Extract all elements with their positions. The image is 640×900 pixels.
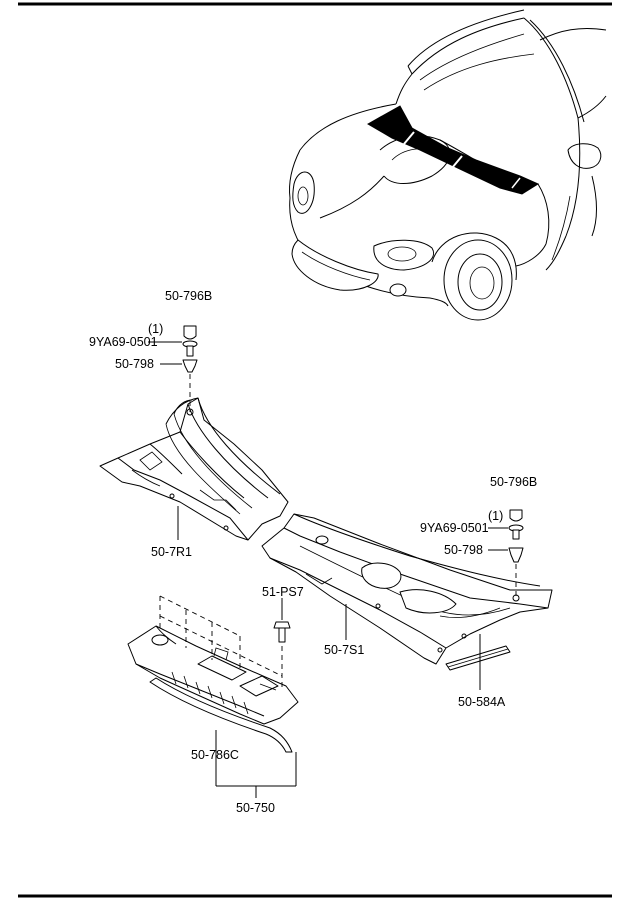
bracket-guides [159, 595, 283, 690]
label-cowl-right: 50-7S1 [324, 643, 364, 657]
label-qty-top: (1) [148, 322, 163, 336]
clip-right [508, 547, 524, 563]
cap-top [183, 325, 197, 340]
label-cap-right: 50-796B [490, 475, 537, 489]
label-cap-top: 50-796B [165, 289, 212, 303]
label-seal: 50-584A [458, 695, 506, 709]
leader-lines [148, 341, 508, 798]
label-clip-right: 50-798 [444, 543, 483, 557]
label-clip-top: 50-798 [115, 357, 154, 371]
label-screw: 51-PS7 [262, 585, 304, 599]
label-gasket: 50-786C [191, 748, 239, 762]
seal-strip [445, 645, 511, 671]
screw-part [273, 621, 291, 643]
label-bolt-top: 9YA69-0501 [89, 335, 158, 349]
cowl-panel-right [261, 513, 553, 665]
label-bolt-right: 9YA69-0501 [420, 521, 489, 535]
bolt-right [508, 524, 524, 540]
clip-top [182, 359, 198, 373]
cap-right [509, 509, 523, 522]
label-assembly: 50-750 [236, 801, 275, 815]
cowl-bracket [127, 625, 299, 725]
label-cowl-left: 50-7R1 [151, 545, 192, 559]
car-illustration [289, 9, 607, 321]
bolt-top [182, 340, 198, 357]
cowl-panel-left [99, 397, 289, 541]
cowl-highlight [366, 105, 540, 195]
gasket-strip [149, 677, 293, 753]
label-qty-right: (1) [488, 509, 503, 523]
